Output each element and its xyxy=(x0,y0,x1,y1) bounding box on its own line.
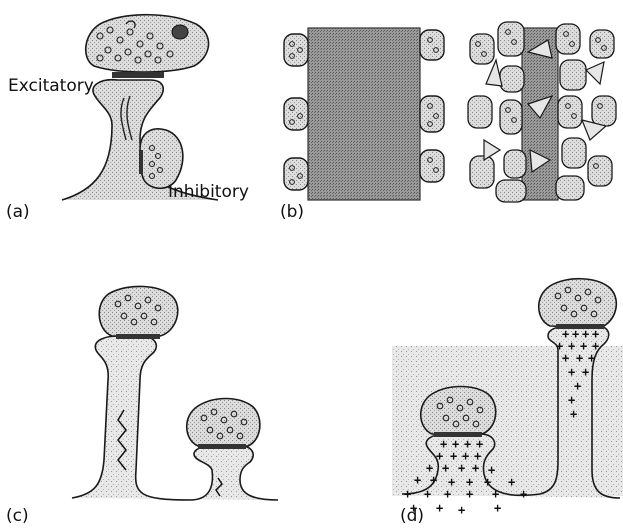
plus-sign: + xyxy=(430,474,437,486)
plus-sign: + xyxy=(484,476,491,488)
panel-b-block xyxy=(284,22,616,202)
panel-a-synapses xyxy=(62,15,218,200)
cleft-c-short xyxy=(198,444,246,449)
inhibitory-terminal-a xyxy=(140,129,183,188)
plus-sign: + xyxy=(568,366,575,378)
synaptic-cleft-a xyxy=(112,72,164,78)
panel-label-c: (c) xyxy=(6,506,29,526)
excitatory-terminal-a xyxy=(86,15,209,72)
plus-sign: + xyxy=(568,394,575,406)
plus-sign: + xyxy=(494,502,501,514)
terminal-c-tall xyxy=(99,286,178,336)
plus-sign: + xyxy=(472,462,479,474)
panel-label-b: (b) xyxy=(280,202,304,222)
plus-sign: + xyxy=(414,474,421,486)
inhibitory-cleft-a xyxy=(139,150,143,174)
plus-sign: + xyxy=(568,340,575,352)
plus-sign: + xyxy=(458,504,465,516)
label-excitatory: Excitatory xyxy=(8,76,94,96)
terminal-d-tall xyxy=(539,279,617,328)
plus-sign: + xyxy=(466,488,473,500)
plus-sign: + xyxy=(574,380,581,392)
plus-sign: + xyxy=(576,352,583,364)
plus-sign: + xyxy=(458,462,465,474)
cleft-c-tall xyxy=(116,334,160,339)
dense-block-left xyxy=(308,28,420,200)
plus-sign: + xyxy=(410,502,417,514)
plus-sign: + xyxy=(582,366,589,378)
plus-sign: + xyxy=(436,502,443,514)
plus-sign: + xyxy=(562,352,569,364)
plus-sign: + xyxy=(404,488,411,500)
plus-sign: + xyxy=(442,462,449,474)
panel-label-a: (a) xyxy=(6,202,30,222)
plus-sign: + xyxy=(450,450,457,462)
plus-sign: + xyxy=(570,408,577,420)
panel-c-synapses xyxy=(72,286,278,500)
plus-sign: + xyxy=(520,488,527,500)
plus-sign: + xyxy=(424,488,431,500)
label-inhibitory: Inhibitory xyxy=(168,182,249,202)
plus-sign: + xyxy=(492,488,499,500)
plus-sign: + xyxy=(444,488,451,500)
plus-sign: + xyxy=(588,352,595,364)
mitochondrion xyxy=(172,25,188,39)
plus-sign: + xyxy=(508,476,515,488)
